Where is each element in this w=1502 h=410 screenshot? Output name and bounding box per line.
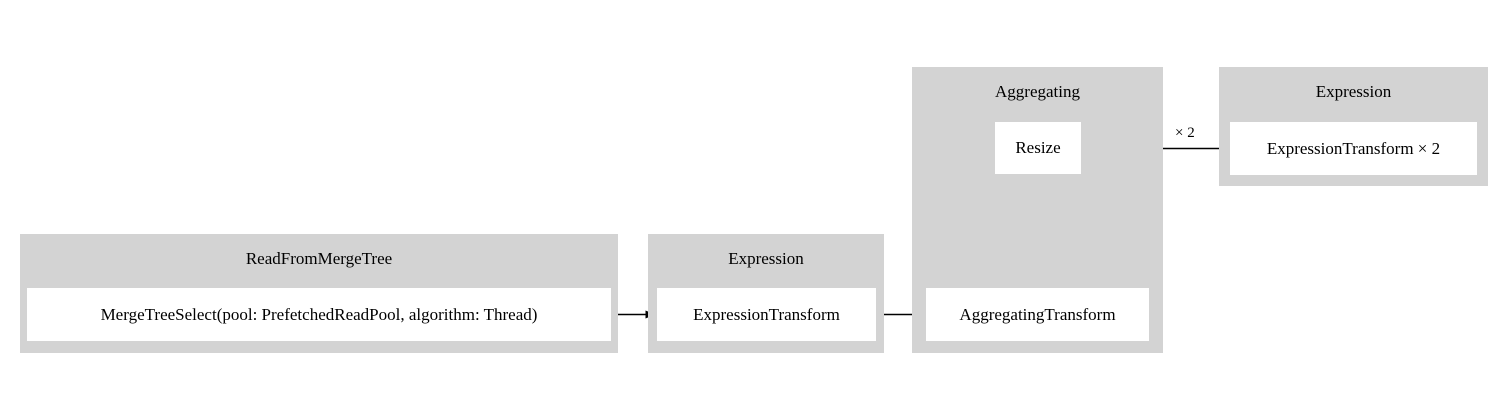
cluster-title-expression-2: Expression xyxy=(1315,82,1392,101)
node-expression-transform[interactable]: ExpressionTransform xyxy=(657,288,876,341)
cluster-title-read-from-merge-tree: ReadFromMergeTree xyxy=(245,249,393,268)
cluster-title-aggregating: Aggregating xyxy=(995,82,1080,101)
cluster-title-expression-1: Expression xyxy=(728,249,804,268)
node-merge-tree-select[interactable]: MergeTreeSelect(pool: PrefetchedReadPool… xyxy=(27,288,611,341)
node-resize[interactable]: Resize xyxy=(995,122,1081,174)
node-expression-transform-x2[interactable]: ExpressionTransform × 2 xyxy=(1230,122,1477,175)
node-aggregating-transform[interactable]: AggregatingTransform xyxy=(926,288,1149,341)
edge-label-resize-to-expression2: × 2 xyxy=(1175,125,1195,141)
